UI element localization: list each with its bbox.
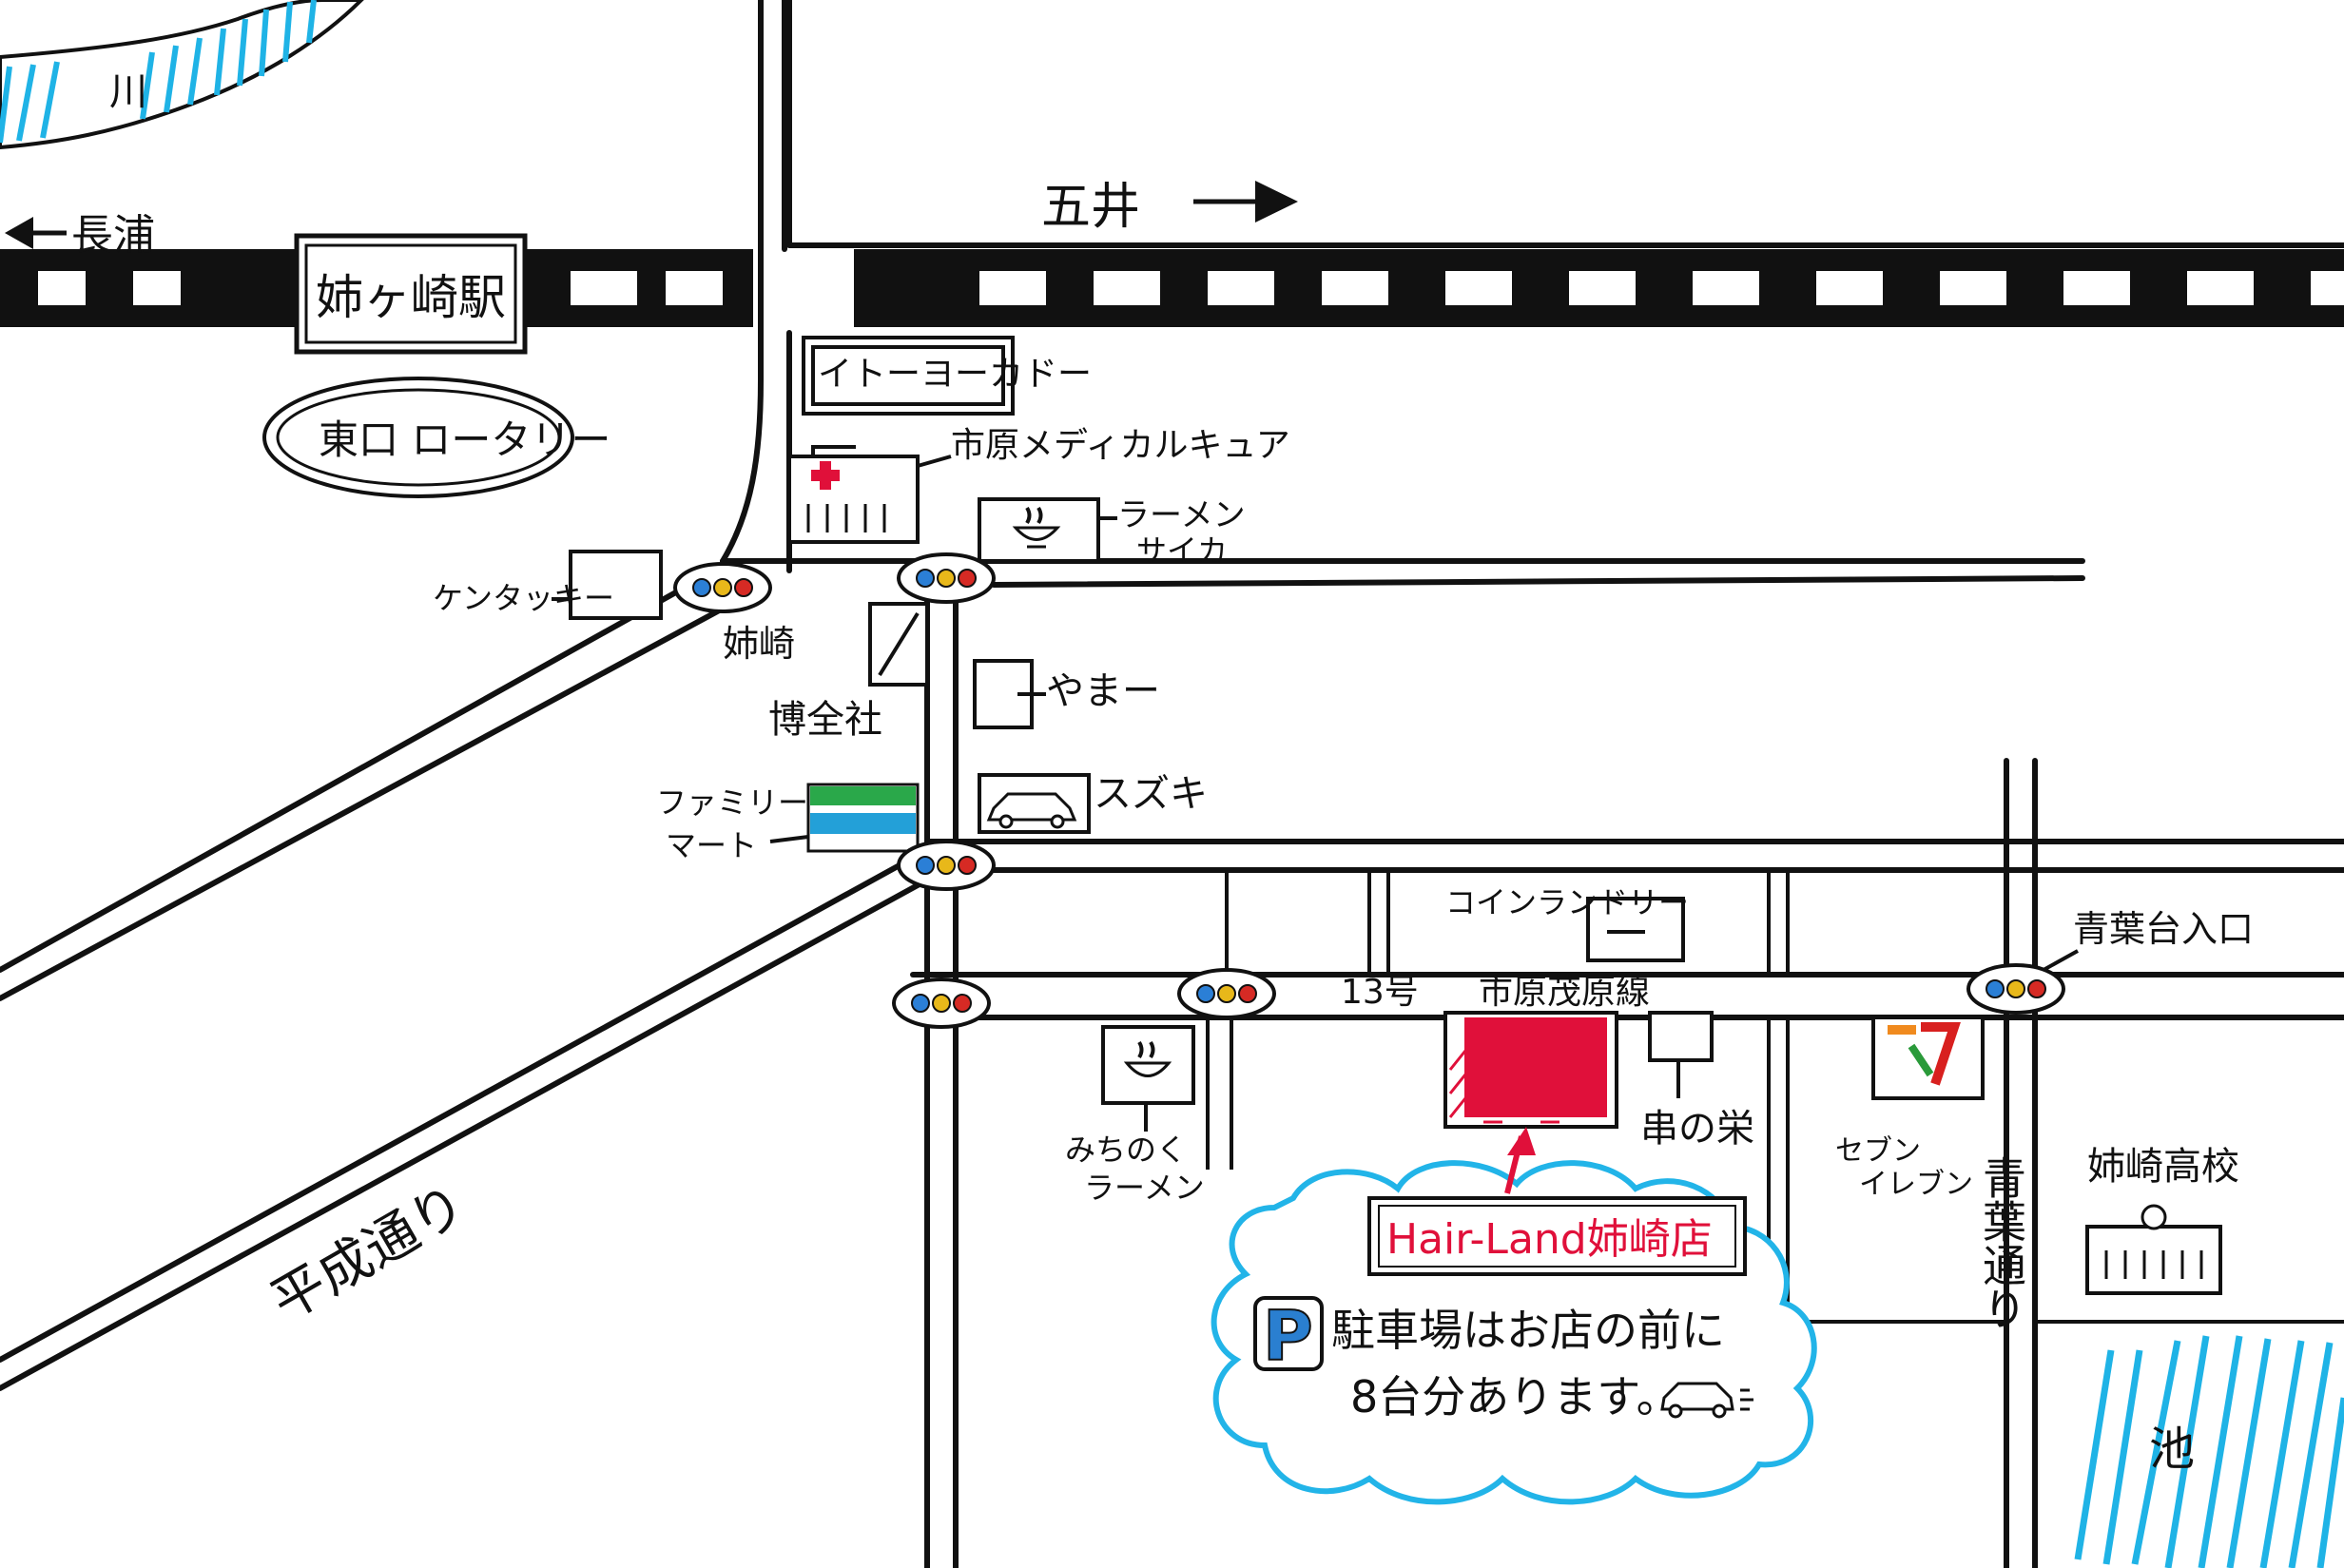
michinoku-ramen: みちのく ラーメン <box>1065 1025 1205 1206</box>
medical-building: 市原メディカルキュア <box>787 426 1290 544</box>
traffic-signal-icon <box>1177 968 1276 1019</box>
pond: 池 <box>2054 1326 2344 1568</box>
traffic-signal-icon <box>897 840 996 891</box>
aobadai-entrance: 青葉台入口 <box>2034 908 2254 977</box>
route-13-label: 13号 <box>1341 973 1419 1012</box>
svg-text:博全社: 博全社 <box>768 698 882 742</box>
svg-text:市原メディカルキュア: 市原メディカルキュア <box>951 426 1290 465</box>
svg-text:ファミリー: ファミリー <box>656 784 808 821</box>
station-box: 姉ヶ崎駅 <box>294 233 528 355</box>
familymart: ファミリー マート <box>656 783 920 863</box>
traffic-signals: 姉崎 <box>673 552 2065 1029</box>
river-label: 川 <box>109 70 147 114</box>
svg-text:イレブン: イレブン <box>1859 1168 1973 1201</box>
ramen-bowl-icon <box>1012 506 1061 549</box>
suzuki: スズキ <box>978 772 1208 834</box>
svg-text:セブン: セブン <box>1835 1134 1921 1168</box>
parking-text-1: 駐車場はお店の前に <box>1331 1305 1725 1356</box>
svg-text:串の栄: 串の栄 <box>1640 1107 1754 1151</box>
svg-text:サイカ: サイカ <box>1136 532 1228 569</box>
svg-text:P: P <box>1263 1296 1313 1376</box>
svg-text:姉崎: 姉崎 <box>723 623 795 665</box>
anegasaki-high-school: 姉崎高校 <box>2085 1145 2239 1295</box>
route-name-label: 市原茂原線 <box>1479 973 1650 1012</box>
aoba-road-label: 青葉通り <box>1976 1155 2027 1330</box>
svg-text:青葉通り: 青葉通り <box>1976 1155 2027 1330</box>
svg-text:マート: マート <box>666 827 757 863</box>
traffic-signal-icon <box>1966 963 2065 1015</box>
kentucky: ケンタッキー <box>433 550 663 620</box>
ramen-saika: ラーメン サイカ <box>978 496 1246 569</box>
car-icon <box>1660 1382 1753 1419</box>
svg-text:池: 池 <box>2149 1423 2195 1476</box>
direction-nagaura: 長浦 <box>5 211 155 260</box>
coin-laundry: コインランドリー <box>1445 884 1689 962</box>
svg-text:やまー: やまー <box>1046 669 1160 713</box>
parking-callout: Hair-Land姉崎店 P 駐車場はお店の前に 8台分あります。 <box>1211 1127 1817 1505</box>
river: 川 <box>0 0 364 150</box>
svg-text:姉崎高校: 姉崎高校 <box>2087 1145 2239 1189</box>
traffic-signal-icon <box>673 562 772 613</box>
parking-text-2: 8台分あります。 <box>1350 1371 1680 1423</box>
direction-goi: 五井 <box>1041 179 1298 236</box>
traffic-signal-icon <box>892 978 991 1029</box>
svg-text:ケンタッキー: ケンタッキー <box>433 580 614 616</box>
traffic-signal-icon <box>897 552 996 604</box>
svg-text:ラーメン: ラーメン <box>1117 496 1246 534</box>
svg-text:長浦: 長浦 <box>71 211 155 260</box>
svg-text:五井: 五井 <box>1041 179 1140 236</box>
kushinoei: 串の栄 <box>1640 1011 1754 1151</box>
svg-text:青葉台入口: 青葉台入口 <box>2073 908 2254 950</box>
ramen-bowl-icon <box>1123 1040 1172 1077</box>
hakuzensha: 博全社 <box>768 602 929 742</box>
shop-name-label: Hair-Land姉崎店 <box>1386 1215 1713 1264</box>
svg-text:スズキ: スズキ <box>1094 772 1208 816</box>
svg-text:イトーヨーカドー: イトーヨーカドー <box>818 355 1092 394</box>
yamaichi: やまー <box>973 659 1160 729</box>
car-icon <box>986 792 1077 829</box>
seven-eleven: セブン イレブン <box>1835 1016 1985 1201</box>
hair-land-shop[interactable] <box>1443 1011 1618 1129</box>
svg-text:コインランドリー: コインランドリー <box>1445 884 1689 920</box>
east-rotary: 東口 ロータリー <box>262 377 610 498</box>
hospital-cross-icon <box>811 461 840 490</box>
svg-text:東口 ロータリー: 東口 ロータリー <box>319 416 610 463</box>
parking-sign-icon: P <box>1253 1295 1324 1377</box>
station-label: 姉ヶ崎駅 <box>316 270 506 325</box>
svg-text:みちのく: みちのく <box>1065 1132 1187 1168</box>
itoyokado-building: イトーヨーカドー <box>802 336 1092 416</box>
svg-text:ラーメン: ラーメン <box>1084 1170 1205 1206</box>
